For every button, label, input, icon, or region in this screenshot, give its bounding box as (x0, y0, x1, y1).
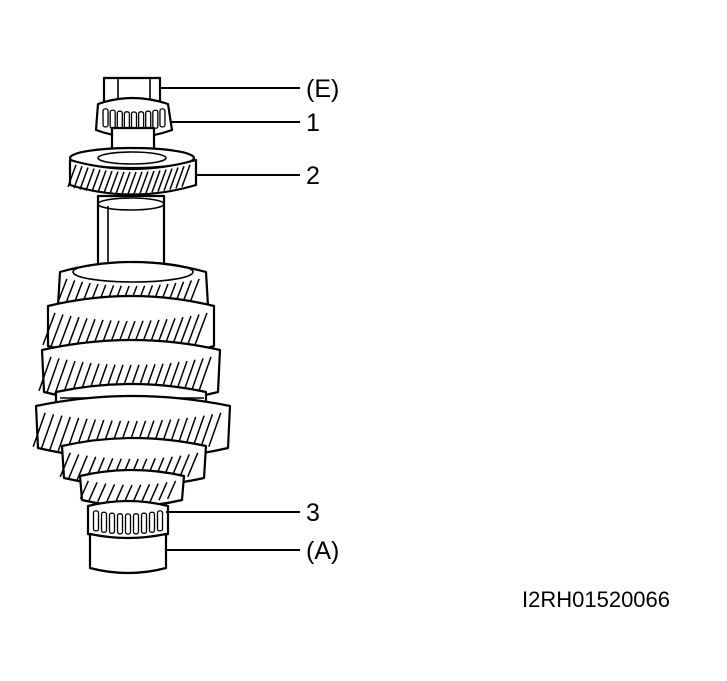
small-helical-gear (67, 146, 198, 196)
gear-stack (32, 260, 232, 508)
callout-a: (A) (306, 537, 339, 565)
callout-1: 1 (306, 109, 320, 137)
lower-bearing (86, 499, 170, 541)
callout-3: 3 (306, 499, 320, 527)
callout-2: 2 (306, 162, 320, 190)
shaft-bottom-end (88, 532, 168, 575)
shaft-body (96, 194, 166, 274)
figure-code: I2RH01520066 (522, 587, 670, 612)
callout-e: (E) (306, 75, 339, 103)
